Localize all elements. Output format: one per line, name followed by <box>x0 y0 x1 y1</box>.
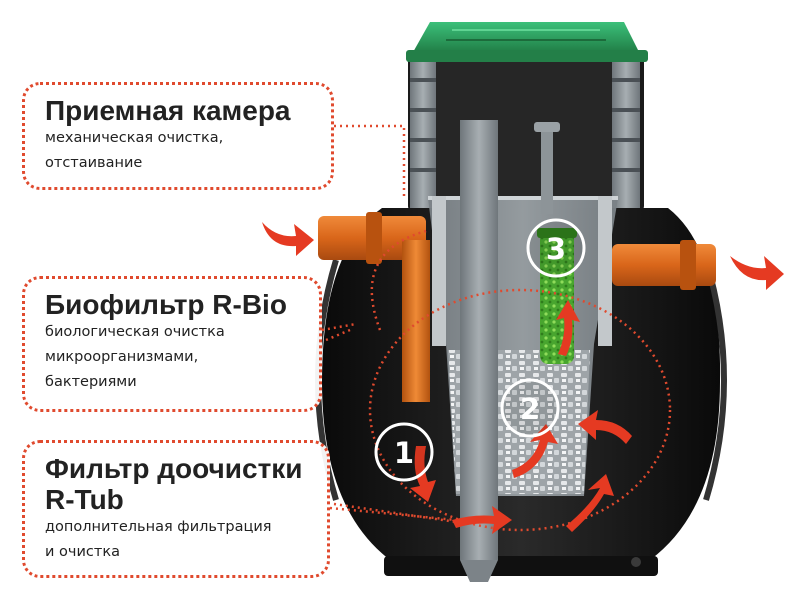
tank-neck <box>408 52 644 212</box>
flow-arrow-icon <box>556 300 580 356</box>
flow-arrow-icon <box>512 424 558 478</box>
svg-text:2: 2 <box>520 392 540 426</box>
central-pipe <box>460 120 498 582</box>
step-badge-3: 3 <box>526 218 586 278</box>
callout-description-line: дополнительная фильтрация <box>45 519 272 535</box>
tank-lid <box>406 22 648 62</box>
flow-arrow-icon <box>578 410 632 444</box>
svg-text:3: 3 <box>546 232 566 266</box>
step-badge-1: 1 <box>374 422 434 482</box>
callout-title-line: R-Tub <box>45 484 124 515</box>
callout-receiving-chamber: Приемная камера механическая очистка, от… <box>22 82 334 190</box>
callout-title: Приемная камера <box>45 95 291 126</box>
callout-description-line: и очистка <box>45 544 120 560</box>
callout-description-line: отстаивание <box>45 155 143 171</box>
callout-description-line: бактериями <box>45 374 137 390</box>
flow-path <box>325 228 672 532</box>
callout-post-filter: Фильтр доочистки R-Tub дополнительная фи… <box>22 440 330 578</box>
flow-arrow-icon <box>566 474 614 532</box>
callout-title-line: Фильтр доочистки <box>45 453 303 484</box>
callout-description-line: биологическая очистка <box>45 324 225 340</box>
callout-title: Биофильтр R-Bio <box>45 289 287 320</box>
inlet-pipe <box>318 212 430 402</box>
inlet-arrow-icon <box>262 222 314 256</box>
callout-description-line: механическая очистка, <box>45 130 224 146</box>
step-badge-2: 2 <box>500 378 560 438</box>
callout-biofilter: Биофильтр R-Bio биологическая очистка ми… <box>22 276 322 412</box>
outlet-pipe <box>612 240 716 290</box>
callout-description-line: микроорганизмами, <box>45 349 199 365</box>
flow-arrow-icon <box>452 506 512 534</box>
outlet-arrow-icon <box>730 256 784 290</box>
flow-arrows <box>410 300 632 534</box>
svg-text:1: 1 <box>394 436 414 470</box>
